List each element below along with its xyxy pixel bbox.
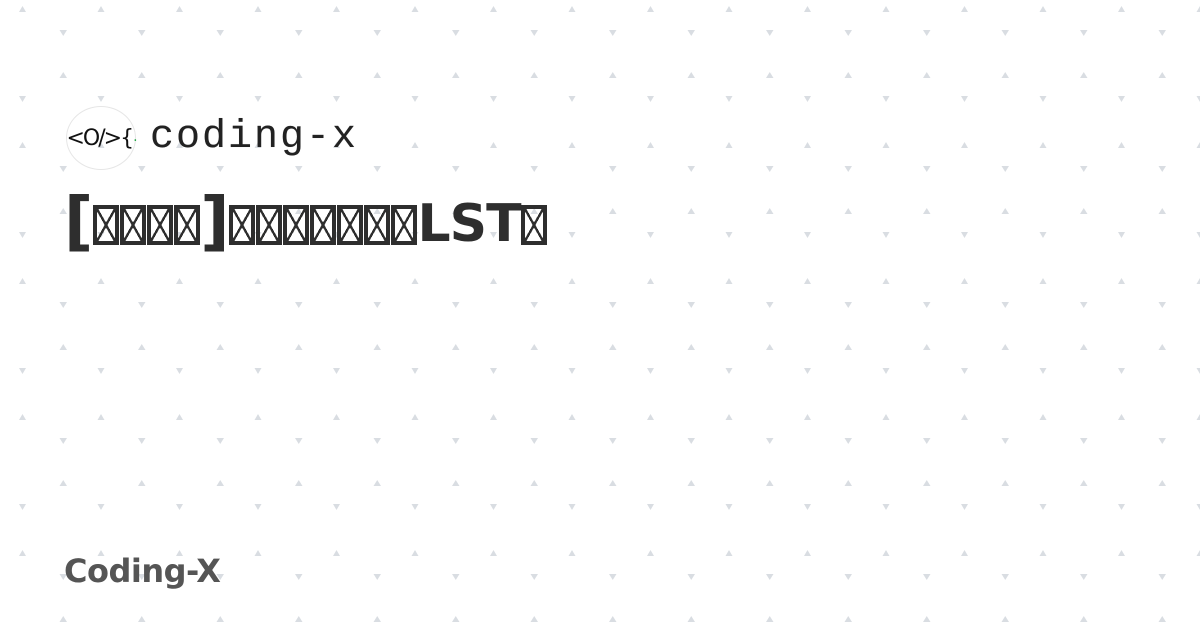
missing-glyph-box	[229, 205, 255, 245]
site-logo: <O/>{· coding-x	[64, 106, 358, 170]
missing-glyph-box	[521, 205, 548, 245]
title-open-bracket: [	[64, 185, 93, 259]
logo-wordmark: coding-x	[150, 115, 359, 160]
missing-glyph-box	[119, 205, 146, 245]
missing-glyph-box	[92, 205, 119, 245]
title-close-bracket: ]	[200, 185, 229, 259]
title-latin-text: LST	[417, 194, 522, 254]
missing-glyph-box	[173, 205, 200, 245]
missing-glyph-box	[146, 205, 173, 245]
page-title: [] LST	[64, 182, 548, 264]
title-category-glyphs	[92, 194, 200, 254]
title-suffix-glyphs	[521, 194, 548, 254]
logo-ring	[66, 106, 136, 170]
logo-dot: ·	[133, 132, 138, 149]
logo-glyph: <O/>{·	[66, 125, 138, 151]
title-prefix-glyphs	[229, 194, 418, 254]
code-logo-icon: <O/>{·	[64, 106, 138, 170]
missing-glyph-box	[310, 205, 336, 245]
missing-glyph-box	[391, 205, 417, 245]
missing-glyph-box	[256, 205, 282, 245]
footer-brand: Coding-X	[64, 552, 221, 590]
missing-glyph-box	[364, 205, 390, 245]
logo-glyph-text: <O/>{	[66, 125, 134, 151]
missing-glyph-box	[283, 205, 309, 245]
missing-glyph-box	[337, 205, 363, 245]
